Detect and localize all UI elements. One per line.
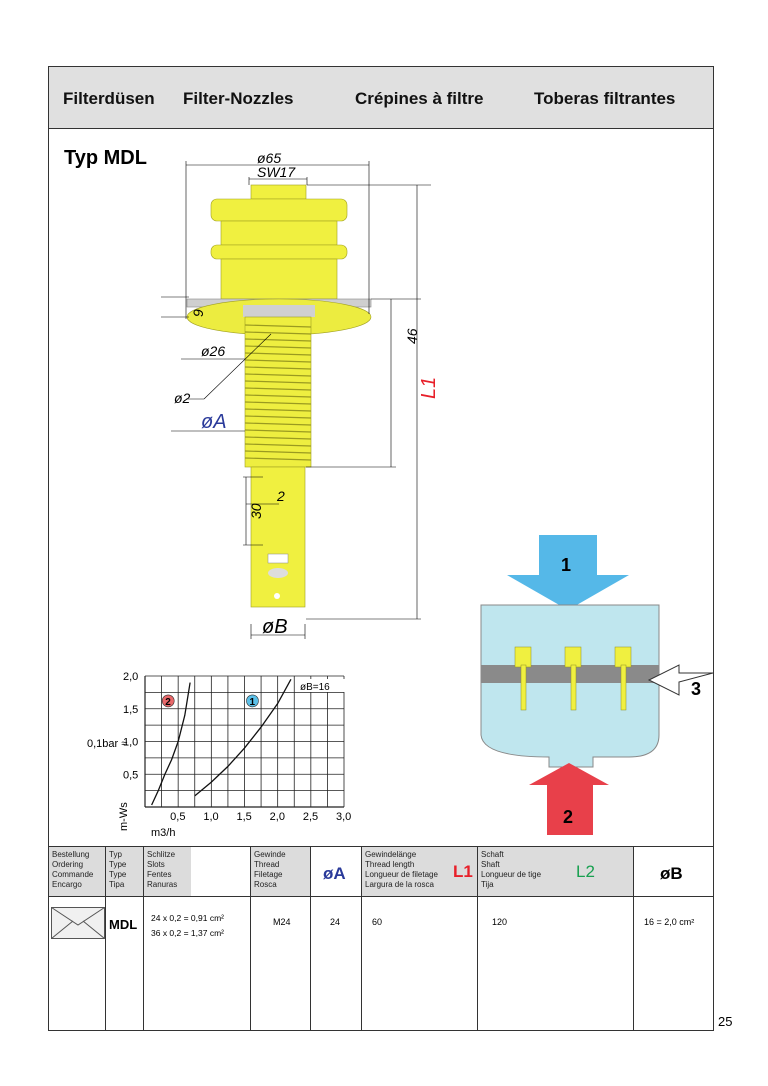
title-es: Toberas filtrantes [534, 89, 676, 108]
backwash-arrow [529, 763, 609, 835]
y-tick-label: 1,5 [123, 704, 138, 716]
dim-l1: L1 [418, 377, 440, 399]
thread-line [244, 408, 312, 412]
dim-2: 2 [276, 488, 285, 504]
thread-line [244, 443, 312, 447]
x-axis-label: m3/h [151, 827, 175, 839]
thread-line [244, 331, 312, 335]
l1-value: 60 [372, 917, 383, 927]
thread-line [244, 429, 312, 433]
thread-line [244, 373, 312, 377]
tank [480, 604, 660, 768]
hex-head [250, 184, 307, 200]
x-tick-label: 1,5 [237, 811, 252, 823]
header-band: Filterdüsen Filter-Nozzles Crépines à fi… [49, 67, 713, 129]
l2-value: 120 [492, 917, 508, 927]
thread-line [244, 352, 312, 356]
thread-line [244, 450, 312, 454]
title-fr: Crépines à filtre [355, 89, 484, 108]
label-1: 1 [561, 555, 571, 575]
thread-line [244, 394, 312, 398]
inflow-arrow [507, 535, 629, 610]
series-marker-2 [161, 694, 175, 708]
title-en: Filter-Nozzles [183, 89, 294, 108]
type-title: Typ MDL [64, 147, 147, 169]
thread-line [244, 338, 312, 342]
arrow-3 [647, 664, 713, 696]
thread-line [244, 359, 312, 363]
col-oa: øA 24 [311, 847, 362, 1031]
x-tick-label: 3,0 [336, 811, 351, 823]
type-value: MDL [109, 917, 138, 932]
x-tick-label: 0,5 [170, 811, 185, 823]
dim-46: 46 [404, 328, 420, 344]
thread-line [244, 345, 312, 349]
page-frame: Filterdüsen Filter-Nozzles Crépines à fi… [48, 66, 714, 1031]
title-de: Filterdüsen [63, 89, 155, 108]
thread-line [244, 387, 312, 391]
oa-value: 24 [330, 917, 341, 927]
dim-ob: øB [262, 616, 288, 638]
y-tick-label: 0,5 [123, 769, 138, 781]
y-tick-label: 2,0 [123, 671, 138, 683]
ob-value: 16 = 2,0 cm² [644, 917, 695, 927]
dim-30: 30 [248, 503, 264, 519]
envelope-icon[interactable] [51, 907, 105, 939]
thread-line [244, 436, 312, 440]
dim-o26: ø26 [201, 343, 225, 359]
thread-line [244, 422, 312, 426]
nozzle-drawing: ø65 SW17 46 9 ø26 ø2 øA L1 L2 30 2 øB [161, 150, 440, 639]
y-axis-label: m-Ws [118, 802, 130, 831]
y-tick-label: 1,0 [123, 737, 138, 749]
dim-o65: ø65 [257, 150, 281, 166]
series-line-1 [194, 678, 292, 797]
thread-line [244, 401, 312, 405]
thread-line [244, 380, 312, 384]
thread-line [244, 366, 312, 370]
x-tick-label: 2,0 [270, 811, 285, 823]
dim-sw17: SW17 [257, 164, 296, 180]
series-marker-1 [246, 694, 259, 708]
series-label-1: 1 [249, 697, 255, 708]
dim-9: 9 [190, 309, 206, 317]
thread-line [244, 415, 312, 419]
pressure-flow-chart: 2 1 0,5 1,0 1,5 2,0 2,5 3,0 0,5 1,0 1,5 2,0 0,1bar … [87, 671, 351, 839]
thread-value: M24 [273, 917, 291, 927]
series-line-2 [151, 682, 191, 806]
label-3: 3 [691, 679, 701, 699]
thread-line [244, 457, 312, 461]
col-ob: øB 16 = 2,0 cm² [634, 847, 713, 1031]
filter-tank-diagram: 1 2 3 [480, 535, 713, 835]
x-tick-label: 1,0 [203, 811, 218, 823]
thread-line [244, 324, 312, 328]
chart-annotation: øB=16 [300, 682, 330, 693]
label-2: 2 [563, 807, 573, 827]
y-extra-label: 0,1bar ≈ [87, 738, 127, 750]
x-tick-label: 2,5 [303, 811, 318, 823]
dim-oa: øA [201, 411, 227, 433]
dim-o2: ø2 [174, 390, 191, 406]
page-number: 25 [718, 1014, 733, 1029]
series-label-2: 2 [165, 697, 171, 708]
